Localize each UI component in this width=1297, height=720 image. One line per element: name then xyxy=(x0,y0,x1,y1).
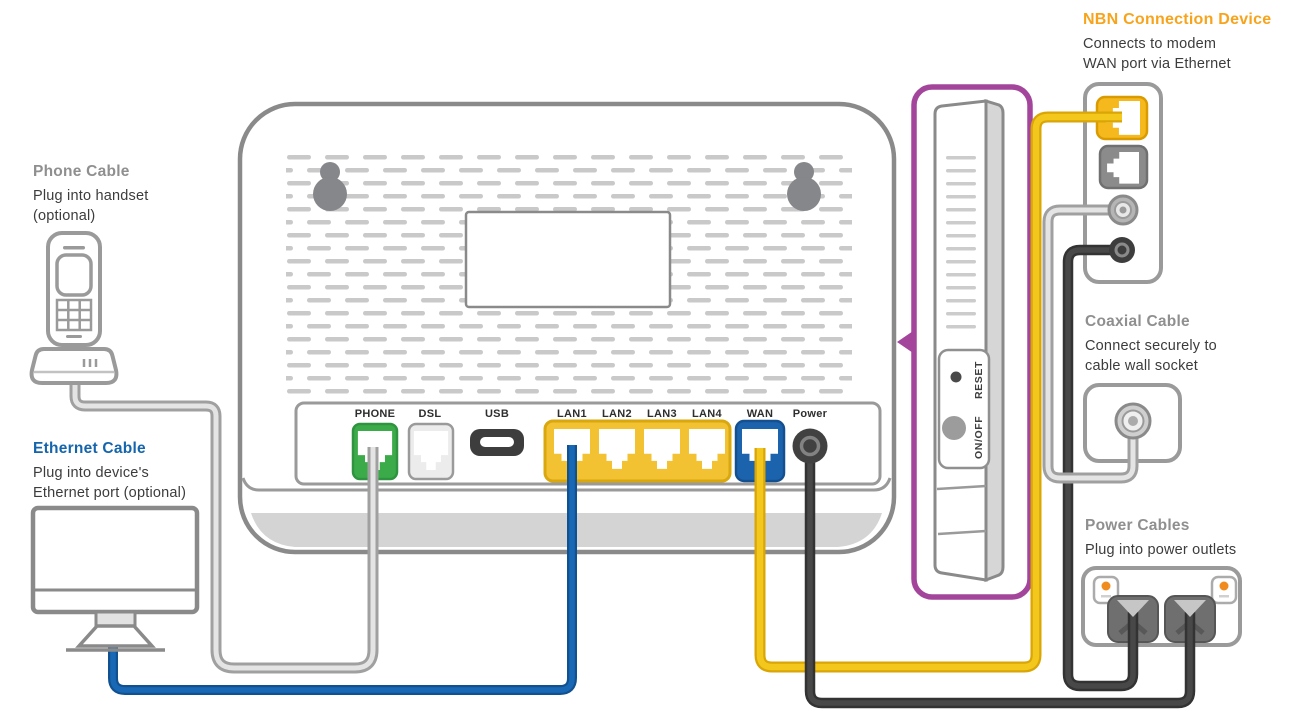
annotation-nbn-device: NBN Connection Device Connects to modem … xyxy=(1083,11,1271,74)
dsl-port xyxy=(407,422,455,481)
connector-caps xyxy=(792,194,1206,617)
modem-back-panel: PHONE DSL USB LAN1 LAN2 LAN3 LAN4 WAN Po… xyxy=(237,101,897,555)
port-label-power: Power xyxy=(793,408,828,420)
phone-keypad xyxy=(55,298,93,332)
annotation-coaxial-cable: Coaxial Cable Connect securely to cable … xyxy=(1085,313,1217,376)
reset-label: RESET xyxy=(973,361,985,399)
onoff-label: ON/OFF xyxy=(973,416,985,459)
port-label-lan2: LAN2 xyxy=(602,408,632,420)
usb-port xyxy=(470,429,524,456)
phone-cable xyxy=(69,380,379,674)
annotation-ethernet-cable: Ethernet Cable Plug into device's Ethern… xyxy=(33,440,186,503)
annotation-nbn-line2: WAN port via Ethernet xyxy=(1083,56,1231,72)
wan-ethernet-cable xyxy=(754,111,1122,673)
annotation-phone-cable: Phone Cable Plug into handset (optional) xyxy=(33,163,148,226)
nbn-ethernet-port-gray xyxy=(1098,144,1149,190)
annotation-nbn-title: NBN Connection Device xyxy=(1083,11,1272,28)
power-plug-left xyxy=(1117,600,1149,617)
ethernet-cable xyxy=(108,445,577,695)
annotation-coax-title: Coaxial Cable xyxy=(1085,313,1190,330)
port-label-dsl: DSL xyxy=(419,408,442,420)
power-plug-right xyxy=(1174,600,1206,617)
nbn-power-connector xyxy=(1109,237,1135,263)
outlet-switch-left xyxy=(1092,575,1120,605)
nbn-coax-connector xyxy=(1107,194,1139,226)
nbn-power-cable xyxy=(1062,244,1139,692)
phone-handset-illustration xyxy=(29,231,119,385)
coaxial-cable xyxy=(1042,204,1139,484)
wall-mount-keyhole-right xyxy=(787,162,821,211)
annotation-nbn-line1: Connects to modem xyxy=(1083,36,1217,52)
annotation-ethernet-line2: Ethernet port (optional) xyxy=(33,485,187,501)
port-label-lan3: LAN3 xyxy=(647,408,677,420)
device-label-plate xyxy=(464,210,672,309)
port-label-lan4: LAN4 xyxy=(692,408,723,420)
outlet-switch-right xyxy=(1210,575,1238,605)
annotation-phone-line2: (optional) xyxy=(33,208,96,224)
side-vent-grille xyxy=(946,152,977,338)
reset-button xyxy=(950,371,962,383)
power-outlet-strip xyxy=(1081,566,1242,647)
callout-arrow-icon xyxy=(897,329,916,355)
modem-power-cable xyxy=(804,450,1196,709)
annotation-power-title: Power Cables xyxy=(1085,517,1190,534)
phone-dock xyxy=(29,347,119,385)
modem-side-view: RESET ON/OFF xyxy=(933,98,1005,583)
port-label-lan1: LAN1 xyxy=(557,408,587,420)
annotation-ethernet-line1: Plug into device's xyxy=(33,465,149,481)
annotation-ethernet-title: Ethernet Cable xyxy=(33,440,146,457)
power-switch-button xyxy=(942,416,966,440)
annotation-power-line1: Plug into power outlets xyxy=(1085,542,1237,558)
coax-socket-connector xyxy=(1114,402,1152,440)
modem-base-band xyxy=(251,513,882,547)
computer-monitor-illustration xyxy=(30,505,200,652)
annotation-coax-line1: Connect securely to xyxy=(1085,338,1217,354)
annotation-phone-title: Phone Cable xyxy=(33,163,130,180)
annotation-coax-line2: cable wall socket xyxy=(1085,358,1199,374)
annotation-phone-line1: Plug into handset xyxy=(33,188,149,204)
wall-mount-keyhole-left xyxy=(313,162,347,211)
port-label-usb: USB xyxy=(485,408,509,420)
power-barrel-connector xyxy=(792,428,828,464)
annotation-power-cables: Power Cables Plug into power outlets xyxy=(1085,517,1236,560)
port-label-phone: PHONE xyxy=(355,408,396,420)
purple-callout xyxy=(897,84,1033,600)
lan-ports xyxy=(543,419,732,483)
port-label-wan: WAN xyxy=(747,408,774,420)
